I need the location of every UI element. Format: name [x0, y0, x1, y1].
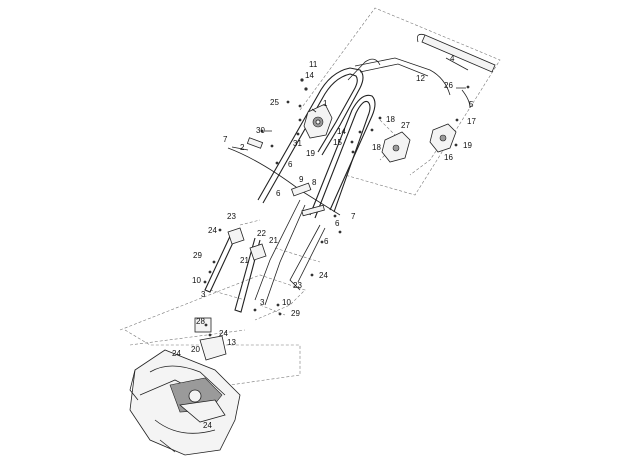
callout-7: 7 — [351, 212, 356, 221]
bracket-16 — [429, 123, 457, 153]
callout-11: 11 — [309, 60, 318, 69]
callout-6: 6 — [324, 237, 329, 246]
callout-5: 5 — [469, 100, 474, 109]
control-box — [303, 103, 333, 139]
callout-10: 10 — [192, 276, 201, 285]
callout-23: 23 — [293, 281, 302, 290]
lower-handle — [204, 227, 267, 313]
callout-15: 15 — [333, 138, 342, 147]
callout-3: 3 — [201, 290, 206, 299]
callout-6: 6 — [276, 189, 281, 198]
callout-3: 3 — [260, 298, 265, 307]
bracket-27 — [381, 131, 411, 163]
mower-housing — [129, 349, 241, 456]
callout-28: 28 — [196, 317, 205, 326]
callout-4: 4 — [450, 54, 455, 63]
callout-20: 20 — [191, 345, 200, 354]
callout-24: 24 — [319, 271, 328, 280]
callout-10: 10 — [282, 298, 291, 307]
callout-6: 6 — [335, 219, 340, 228]
callout-27: 27 — [401, 121, 410, 130]
callout-8: 8 — [312, 178, 317, 187]
callout-25: 25 — [270, 98, 279, 107]
callout-12: 12 — [416, 74, 425, 83]
hardware — [174, 78, 470, 416]
callout-6: 6 — [288, 160, 293, 169]
callout-labels: 1 2 3 3 4 5 6 6 6 6 7 7 8 9 10 10 11 12 … — [172, 54, 476, 430]
control-cables — [227, 89, 471, 306]
callout-16: 16 — [444, 153, 453, 162]
callout-2: 2 — [240, 143, 245, 152]
callout-29: 29 — [291, 309, 300, 318]
upper-handle — [257, 58, 381, 219]
callout-29: 29 — [193, 251, 202, 260]
callout-18: 18 — [386, 115, 395, 124]
callout-18: 18 — [372, 143, 381, 152]
callout-31: 31 — [293, 139, 302, 148]
callout-19: 19 — [306, 149, 315, 158]
callout-22: 22 — [257, 229, 266, 238]
callout-26: 26 — [444, 81, 453, 90]
callout-14: 14 — [337, 127, 346, 136]
callout-7: 7 — [223, 135, 228, 144]
callout-21: 21 — [240, 256, 249, 265]
callout-24: 24 — [172, 349, 181, 358]
callout-1: 1 — [323, 99, 328, 108]
operator-bail — [354, 33, 496, 96]
callout-23: 23 — [227, 212, 236, 221]
callout-24: 24 — [203, 421, 212, 430]
callout-24: 24 — [208, 226, 217, 235]
callout-14: 14 — [305, 71, 314, 80]
callout-13: 13 — [227, 338, 236, 347]
callout-19: 19 — [463, 141, 472, 150]
handle-clamps — [194, 137, 325, 361]
leader-lines — [231, 57, 469, 151]
callout-21: 21 — [269, 236, 278, 245]
callout-17: 17 — [467, 117, 476, 126]
callout-9: 9 — [299, 175, 304, 184]
callout-30: 30 — [256, 126, 265, 135]
callout-24: 24 — [219, 329, 228, 338]
